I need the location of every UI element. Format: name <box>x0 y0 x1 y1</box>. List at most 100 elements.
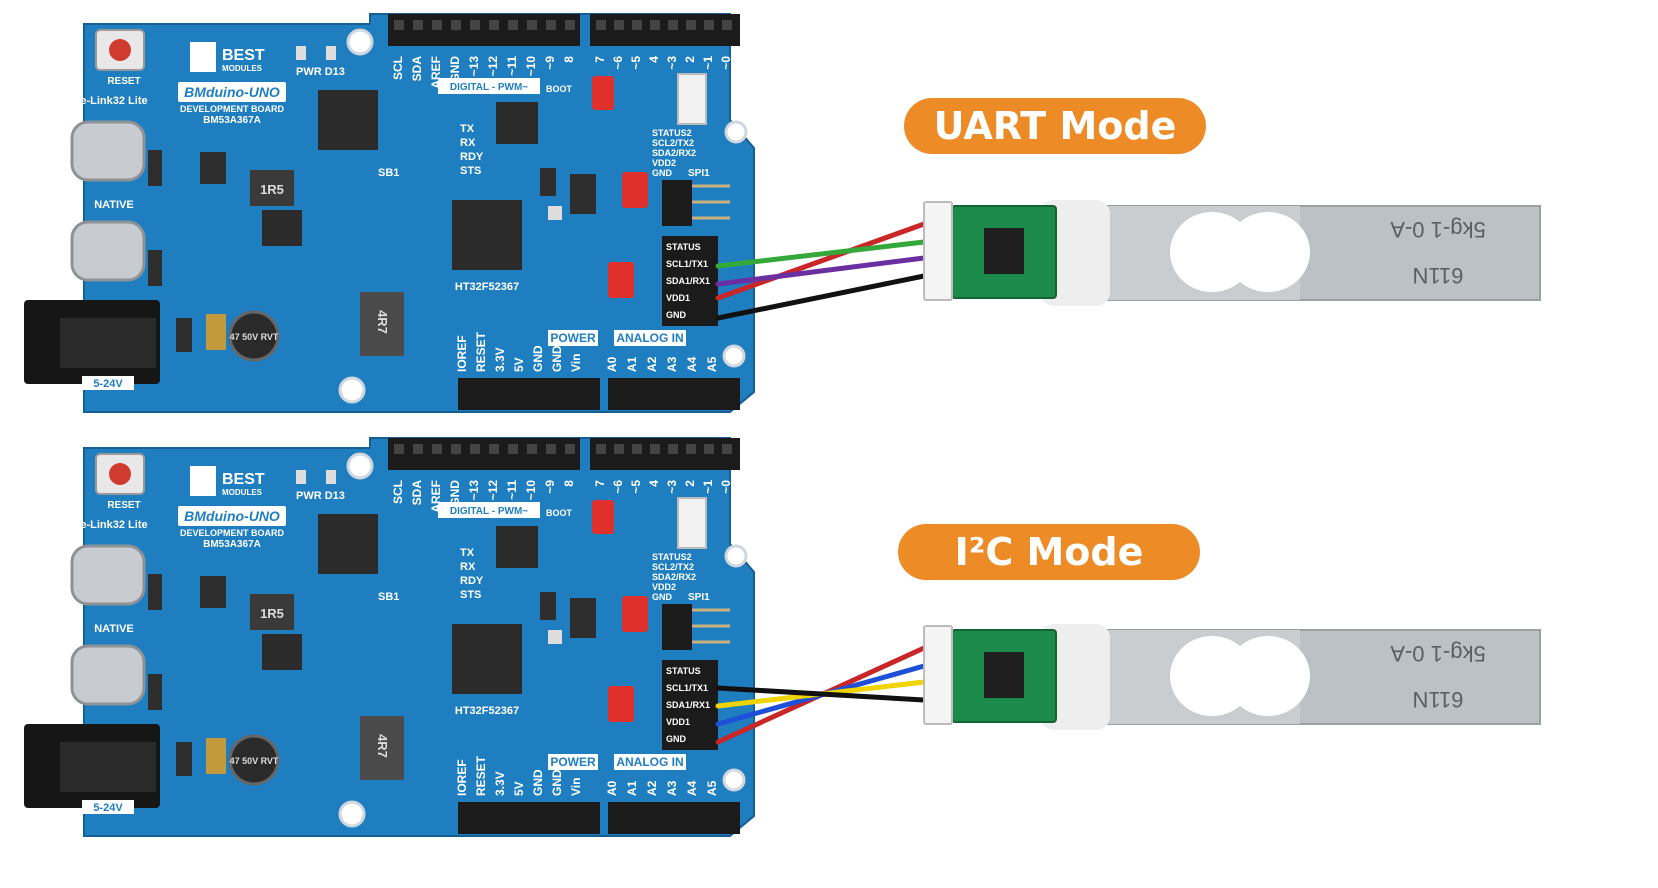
top-pin-label: SDA <box>410 480 424 506</box>
tantalum-capacitor <box>206 738 226 774</box>
header-pin <box>489 20 499 30</box>
header-pin <box>632 20 642 30</box>
digital-label-box <box>438 78 540 94</box>
analog-pin-label: A0 <box>605 356 619 372</box>
usb-c-port-elink <box>70 544 146 606</box>
analog-pin-label: A5 <box>705 780 719 796</box>
inductor-big <box>360 716 404 780</box>
side-pin-label: SCL1/TX1 <box>666 683 708 693</box>
wire-3 <box>715 255 927 287</box>
header-pin <box>722 20 732 30</box>
mount-hole <box>338 800 366 828</box>
analog-pin-label: A2 <box>645 780 659 796</box>
power-pin-label: 3.3V <box>493 771 507 796</box>
model-label: BMduino-UNO <box>184 508 280 524</box>
header-pin <box>432 20 442 30</box>
led-label: STS <box>460 589 481 601</box>
analog-pin-label: A4 <box>685 780 699 796</box>
pwr-label: PWR D13 <box>296 66 345 78</box>
load-cell-marking-1: 5kg-1 0-A <box>1390 217 1486 242</box>
voltage-label: 5-24V <box>93 802 123 814</box>
top-pin-label: 4 <box>647 480 661 487</box>
side-pin-label: GND <box>666 310 687 320</box>
top-pin-label: ~6 <box>611 56 625 70</box>
jumper-spi <box>622 172 648 208</box>
top-pin-label: ~12 <box>486 480 500 501</box>
mount-hole <box>722 768 746 792</box>
header-pin <box>432 444 442 454</box>
inductor-small <box>250 170 294 206</box>
mode-label: UART Mode <box>904 98 1206 154</box>
header-pin <box>704 20 714 30</box>
side-pin-label: SDA1/RX1 <box>666 700 710 710</box>
voltage-label: 5-24V <box>93 378 123 390</box>
header-pin <box>489 444 499 454</box>
voltage-label-box <box>82 800 134 814</box>
side-pin-label: VDD1 <box>666 717 690 727</box>
analog-pin-label: A1 <box>625 356 639 372</box>
mount-hole <box>724 120 748 144</box>
led-label: RX <box>460 137 476 149</box>
analog-label: ANALOG IN <box>616 755 683 769</box>
header-label: SDA2/RX2 <box>652 148 696 158</box>
analog-pin-label: A1 <box>625 780 639 796</box>
top-pin-label: ~0 <box>719 480 733 494</box>
reset-button-cap <box>109 39 131 61</box>
power-pin-label: 5V <box>512 357 526 372</box>
led-label: RDY <box>460 575 484 587</box>
top-pin-label: ~9 <box>543 56 557 70</box>
usb-c-port-native <box>70 644 146 706</box>
analog-label-box <box>614 754 686 770</box>
top-pin-label: ~13 <box>467 56 481 77</box>
header-pin <box>614 444 624 454</box>
power-pin-label: GND <box>531 345 545 372</box>
model-label-box <box>178 506 286 526</box>
header-pin <box>722 444 732 454</box>
electrolytic-capacitor <box>228 310 280 362</box>
inductor-big-label: 4R7 <box>375 734 390 758</box>
header-pin <box>451 444 461 454</box>
side-pin-label: STATUS <box>666 242 701 252</box>
cable-wires <box>715 221 927 321</box>
header-label: STATUS2 <box>652 552 692 562</box>
capacitor-label: 47 50V RVT <box>230 756 279 766</box>
power-label: POWER <box>550 331 596 345</box>
top-pin-label: ~6 <box>611 480 625 494</box>
usb-c-port-elink <box>70 120 146 182</box>
inductor-big-label: 4R7 <box>375 310 390 334</box>
wire-4 <box>715 273 927 321</box>
capacitor-label: 47 50V RVT <box>230 332 279 342</box>
header-pin <box>546 20 556 30</box>
header-label: SCL2/TX2 <box>652 562 694 572</box>
jumper-vdd <box>608 686 634 722</box>
reset-label: RESET <box>107 76 140 87</box>
top-pin-label: ~3 <box>665 480 679 494</box>
power-pin-label: RESET <box>474 755 488 796</box>
smd-components <box>148 150 596 352</box>
header-pin <box>668 444 678 454</box>
best-modules-logo: BEST MODULES <box>190 466 265 497</box>
header-pin <box>508 20 518 30</box>
tantalum-capacitor <box>206 314 226 350</box>
top-pin-label: 8 <box>562 56 576 63</box>
top-pin-label: 7 <box>593 480 607 487</box>
header-pin <box>632 444 642 454</box>
wire-1 <box>715 221 927 301</box>
mount-hole <box>346 452 374 480</box>
spi-label: SPI1 <box>688 592 710 603</box>
power-pin-label: RESET <box>474 331 488 372</box>
side-pin-label: GND <box>666 734 687 744</box>
sensor-jst-connector <box>923 201 953 301</box>
digital-header-right <box>590 438 740 470</box>
inductor-big <box>360 292 404 356</box>
power-header <box>458 802 600 834</box>
svg-text:MODULES: MODULES <box>222 64 263 73</box>
native-label: NATIVE <box>94 199 134 211</box>
top-pin-label: ~5 <box>629 56 643 70</box>
jumper-vdd <box>608 262 634 298</box>
inductor-small <box>250 594 294 630</box>
digital-label: DIGITAL - PWM~ <box>450 506 528 517</box>
header-label: VDD2 <box>652 582 676 592</box>
header-pin <box>704 444 714 454</box>
